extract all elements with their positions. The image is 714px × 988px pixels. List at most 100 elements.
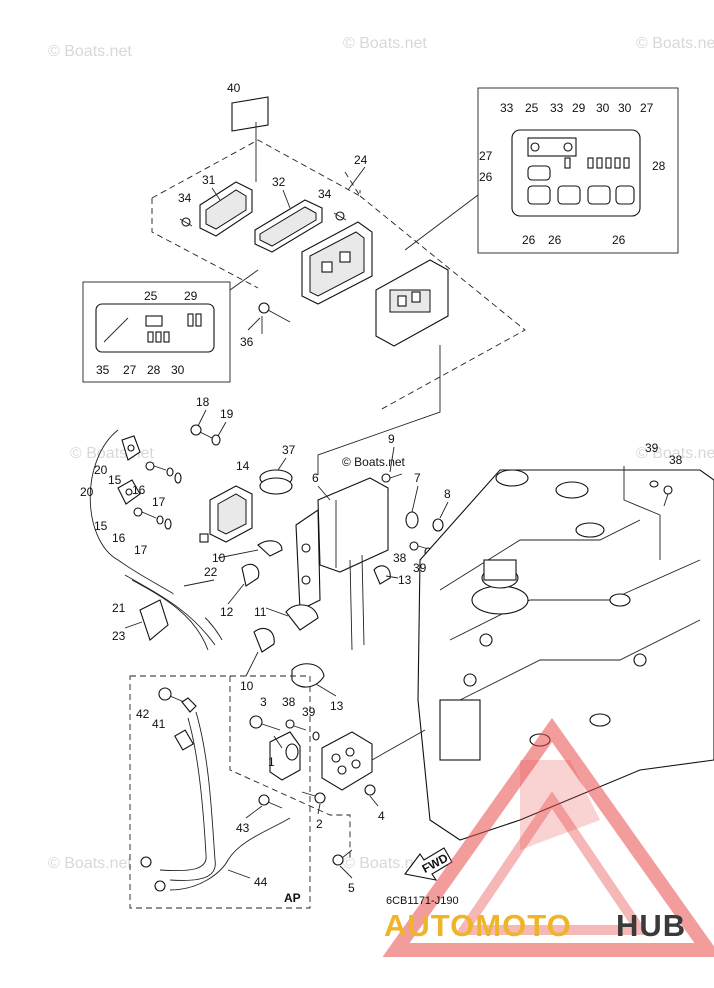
callout-5: 5 (348, 881, 355, 895)
bolt-5 (332, 849, 353, 866)
callout-24: 24 (354, 153, 368, 167)
callout-9: 9 (388, 432, 395, 446)
callout-25-inset: 25 (525, 101, 539, 115)
callout-22: 22 (204, 565, 218, 579)
watermark-top-left: © Boats.net (48, 43, 132, 60)
washer-19 (211, 434, 221, 446)
callout-33-b: 33 (550, 101, 564, 115)
callout-36: 36 (240, 335, 254, 349)
washer-39-lower (312, 731, 320, 741)
callout-38-mid: 38 (393, 551, 407, 565)
brand-part-hub: HUB (616, 908, 686, 943)
watermark-bottom-center: © Boats.net (343, 855, 427, 872)
cable-22 (166, 544, 206, 620)
cable-44 (140, 711, 291, 892)
clamp-10-upper (257, 540, 283, 557)
callout-29-inset: 29 (572, 101, 586, 115)
grommet-7 (405, 511, 419, 529)
watermark-mid-left: © Boats.net (70, 445, 154, 462)
nut-16-upper (166, 467, 174, 477)
clamp-12 (241, 563, 260, 587)
callout-26-d: 26 (612, 233, 626, 247)
callout-17-upper: 17 (152, 495, 166, 509)
callout-1: 1 (268, 755, 275, 769)
watermark-top-right: © Boats.net (636, 35, 714, 52)
callout-30-inset-b: 30 (618, 101, 632, 115)
leader-relay-4 (371, 729, 426, 761)
washer-17-lower (164, 518, 172, 530)
callout-26-a: 26 (479, 170, 493, 184)
callout-34-left: 34 (178, 191, 192, 205)
bolt-43 (258, 794, 283, 809)
callout-44: 44 (254, 875, 268, 889)
ecu-module (301, 221, 373, 305)
callout-29-left: 29 (184, 289, 198, 303)
callout-2: 2 (316, 817, 323, 831)
bolt-2 (301, 791, 326, 804)
bolt-15-upper (145, 461, 167, 471)
callout-43: 43 (236, 821, 250, 835)
callout-18: 18 (196, 395, 210, 409)
center-watermark: © Boats.net (342, 455, 406, 469)
callout-34-right: 34 (318, 187, 332, 201)
brand-logo (382, 717, 714, 957)
callout-10-lower: 10 (240, 679, 254, 693)
brand-wordmark: AUTOMOTO HUB (384, 908, 686, 943)
callout-32: 32 (272, 175, 286, 189)
detail-inset-top (404, 87, 679, 254)
bolt-38-right (663, 485, 673, 507)
bracket-6 (295, 477, 389, 651)
callout-25-left: 25 (144, 289, 158, 303)
screw-36 (258, 302, 291, 334)
bolt-3 (249, 715, 281, 731)
grommet-37 (259, 469, 293, 495)
ecu-assembly-box-24 (151, 139, 526, 411)
callout-27-left: 27 (123, 363, 137, 377)
screw-9 (381, 473, 403, 483)
screw-34-right (333, 211, 347, 221)
bolt-38-mid (409, 541, 433, 551)
callout-26-b: 26 (522, 233, 536, 247)
callout-31: 31 (202, 173, 216, 187)
callout-28-inset: 28 (652, 159, 666, 173)
clamp-10-lower (253, 627, 275, 653)
watermarks: © Boats.net © Boats.net © Boats.net © Bo… (48, 35, 714, 872)
leader-relay (317, 345, 441, 475)
ap-label: AP (284, 891, 301, 905)
bolt-42 (158, 687, 185, 703)
callout-3: 3 (260, 695, 267, 709)
callout-16-upper: 16 (132, 483, 146, 497)
clamp-11 (285, 604, 319, 631)
watermark-mid-right: © Boats.net (636, 445, 714, 462)
callout-11: 11 (254, 605, 267, 619)
gasket-31 (199, 181, 253, 237)
callout-39-right: 39 (645, 441, 659, 455)
callout-15-upper: 15 (108, 473, 122, 487)
callout-37: 37 (282, 443, 296, 457)
callout-35: 35 (96, 363, 110, 377)
brand-part-automoto: AUTOMOTO (384, 908, 572, 943)
collar-8 (432, 518, 444, 532)
callout-20-upper: 20 (94, 463, 108, 477)
clamp-13-upper (373, 565, 391, 585)
watermark-bottom-left: © Boats.net (48, 855, 132, 872)
callout-8: 8 (444, 487, 451, 501)
callout-23: 23 (112, 629, 126, 643)
callout-leaders (124, 166, 449, 879)
clamp-13-lower (291, 663, 325, 688)
washer-17-upper (174, 472, 182, 484)
diagram-code: 6CB1171-J190 (386, 895, 459, 907)
callout-12: 12 (220, 605, 234, 619)
callout-labels: 1 2 3 4 5 6 7 8 9 10 10 11 12 13 13 14 1… (80, 81, 683, 895)
bolt-15-lower (133, 507, 157, 519)
callout-42: 42 (136, 707, 150, 721)
ap-box (129, 675, 351, 909)
bolt-18 (190, 424, 213, 439)
callout-28-left: 28 (147, 363, 161, 377)
cover-32 (254, 199, 323, 253)
terminal-20-lower (117, 479, 141, 505)
washer-41 (181, 697, 197, 713)
callout-13-upper: 13 (398, 573, 412, 587)
callout-13-lower: 13 (330, 699, 344, 713)
callout-19: 19 (220, 407, 234, 421)
